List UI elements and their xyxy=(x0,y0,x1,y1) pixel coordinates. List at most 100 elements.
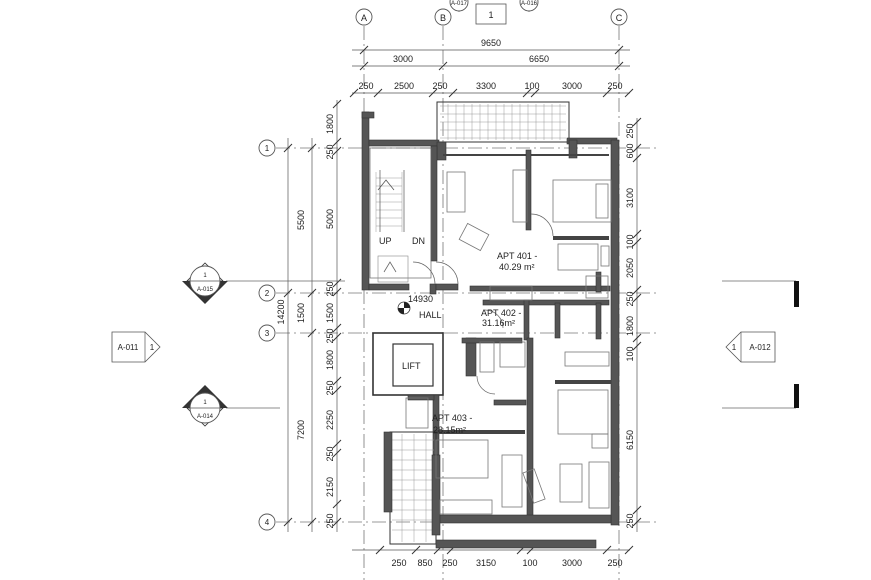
grid-label-4: 4 xyxy=(265,518,270,527)
grid-label-2: 2 xyxy=(265,289,270,298)
dim-left-inner-7: 1800 xyxy=(325,350,335,370)
section-ref-a014: A-014 xyxy=(197,414,214,420)
stair-down-label: DN xyxy=(412,236,425,246)
dim-bottom-3: 250 xyxy=(442,558,457,568)
room-area-apt401: 40.29 m² xyxy=(499,262,535,272)
dim-top-3: 250 xyxy=(432,81,447,91)
grid-label-b: B xyxy=(440,13,446,23)
section-ref-a016: A-016 xyxy=(521,1,538,7)
dim-left-inner-6: 250 xyxy=(325,328,335,343)
dim-right-3: 3100 xyxy=(625,188,635,208)
dim-left-inner-9: 2250 xyxy=(325,410,335,430)
dim-right-7: 1800 xyxy=(625,316,635,336)
grid-bubble-c[interactable]: C xyxy=(610,8,628,26)
left-dimension-lines xyxy=(283,99,342,532)
dim-left-5500: 5500 xyxy=(296,210,306,230)
section-ref-a015: A-015 xyxy=(197,287,214,293)
dim-left-inner-2: 250 xyxy=(325,144,335,159)
dim-overall-width: 9650 xyxy=(481,38,501,48)
drawing-number-label: 1 xyxy=(488,10,493,20)
dim-left-1500: 1500 xyxy=(296,303,306,323)
dim-right-6: 250 xyxy=(625,291,635,306)
top-dimension-lines xyxy=(349,45,634,98)
grid-bubble-4[interactable]: 4 xyxy=(258,513,276,531)
grid-label-1: 1 xyxy=(265,144,270,153)
elevation-marker-a012[interactable]: 1 A-012 xyxy=(725,331,776,363)
dim-right-4: 100 xyxy=(625,234,635,249)
dim-left-inner-11: 2150 xyxy=(325,477,335,497)
section-ref-a017: A-017 xyxy=(451,1,468,7)
section-marker-a015[interactable]: 1 A-015 xyxy=(182,262,345,304)
dim-right-9: 6150 xyxy=(625,430,635,450)
grid-bubble-b[interactable]: B xyxy=(434,8,452,26)
section-marker-a017[interactable]: A-017 xyxy=(447,0,471,12)
room-name-apt403: APT 403 - xyxy=(432,413,472,423)
dim-left-inner-8: 250 xyxy=(325,380,335,395)
dim-left-inner-1: 1800 xyxy=(325,114,335,134)
drawing-number-box: 1 xyxy=(475,3,507,25)
armchair-icon xyxy=(458,222,490,252)
room-area-apt403: 28.15m² xyxy=(433,425,466,435)
hall-label: HALL xyxy=(419,310,442,320)
dim-left-7200: 7200 xyxy=(296,420,306,440)
grid-bubble-2[interactable]: 2 xyxy=(258,284,276,302)
dim-left-inner-3: 5000 xyxy=(325,209,335,229)
dim-top-4: 3300 xyxy=(476,81,496,91)
dim-top-2: 2500 xyxy=(394,81,414,91)
dim-bottom-7: 250 xyxy=(607,558,622,568)
elevation-number-a011: 1 xyxy=(150,343,155,352)
dim-bottom-2: 850 xyxy=(417,558,432,568)
dim-left-inner-4: 250 xyxy=(325,281,335,296)
dim-left-inner-12: 250 xyxy=(325,513,335,528)
furniture xyxy=(405,169,612,515)
dim-bottom-1: 250 xyxy=(391,558,406,568)
dim-right-1: 250 xyxy=(625,123,635,138)
elevation-marker-a011[interactable]: A-011 1 xyxy=(111,331,161,363)
grid-label-3: 3 xyxy=(265,329,270,338)
dim-top-7: 250 xyxy=(607,81,622,91)
dim-left-14200: 14200 xyxy=(276,299,286,324)
dim-bottom-6: 3000 xyxy=(562,558,582,568)
dim-top-6: 3000 xyxy=(562,81,582,91)
section-marker-a016[interactable]: A-016 xyxy=(517,0,541,12)
dim-right-10: 250 xyxy=(625,513,635,528)
room-name-apt402: APT 402 - xyxy=(481,308,521,318)
section-cut-lines-right xyxy=(722,280,799,409)
section-number-a015: 1 xyxy=(203,273,207,279)
stair-up-label: UP xyxy=(379,236,392,246)
dim-span-bc: 6650 xyxy=(529,54,549,64)
elevation-number-a012: 1 xyxy=(732,343,737,352)
level-label: 14930 xyxy=(408,294,433,304)
right-dimension-lines xyxy=(632,117,642,532)
bed-icon-403 xyxy=(435,439,489,479)
elevation-ref-a011: A-011 xyxy=(118,343,139,352)
level-marker: 14930 xyxy=(397,294,433,315)
bottom-dimension-lines xyxy=(352,545,634,555)
building-outline xyxy=(361,101,620,549)
dim-right-2: 600 xyxy=(625,143,635,158)
dim-left-inner-10: 250 xyxy=(325,446,335,461)
dim-left-inner-5: 1500 xyxy=(325,303,335,323)
elevation-ref-a012: A-012 xyxy=(749,343,771,352)
grid-label-a: A xyxy=(361,13,367,23)
dim-span-ab: 3000 xyxy=(393,54,413,64)
room-name-apt401: APT 401 - xyxy=(497,251,537,261)
bed-icon-402 xyxy=(557,389,609,435)
room-area-apt402: 31.16m² xyxy=(482,318,515,328)
section-marker-a014[interactable]: 1 A-014 xyxy=(182,385,280,427)
grid-bubble-1[interactable]: 1 xyxy=(258,139,276,157)
dim-top-5: 100 xyxy=(524,81,539,91)
sofa-icon xyxy=(446,171,466,213)
grid-label-c: C xyxy=(616,13,623,23)
section-number-a014: 1 xyxy=(203,400,207,406)
lift-label: LIFT xyxy=(402,361,421,371)
grid-bubble-3[interactable]: 3 xyxy=(258,324,276,342)
dim-right-8: 100 xyxy=(625,346,635,361)
bed-icon xyxy=(552,179,612,223)
grid-bubble-a[interactable]: A xyxy=(355,8,373,26)
dim-right-5: 2050 xyxy=(625,258,635,278)
dim-top-1: 250 xyxy=(358,81,373,91)
dim-bottom-5: 100 xyxy=(522,558,537,568)
dim-bottom-4: 3150 xyxy=(476,558,496,568)
